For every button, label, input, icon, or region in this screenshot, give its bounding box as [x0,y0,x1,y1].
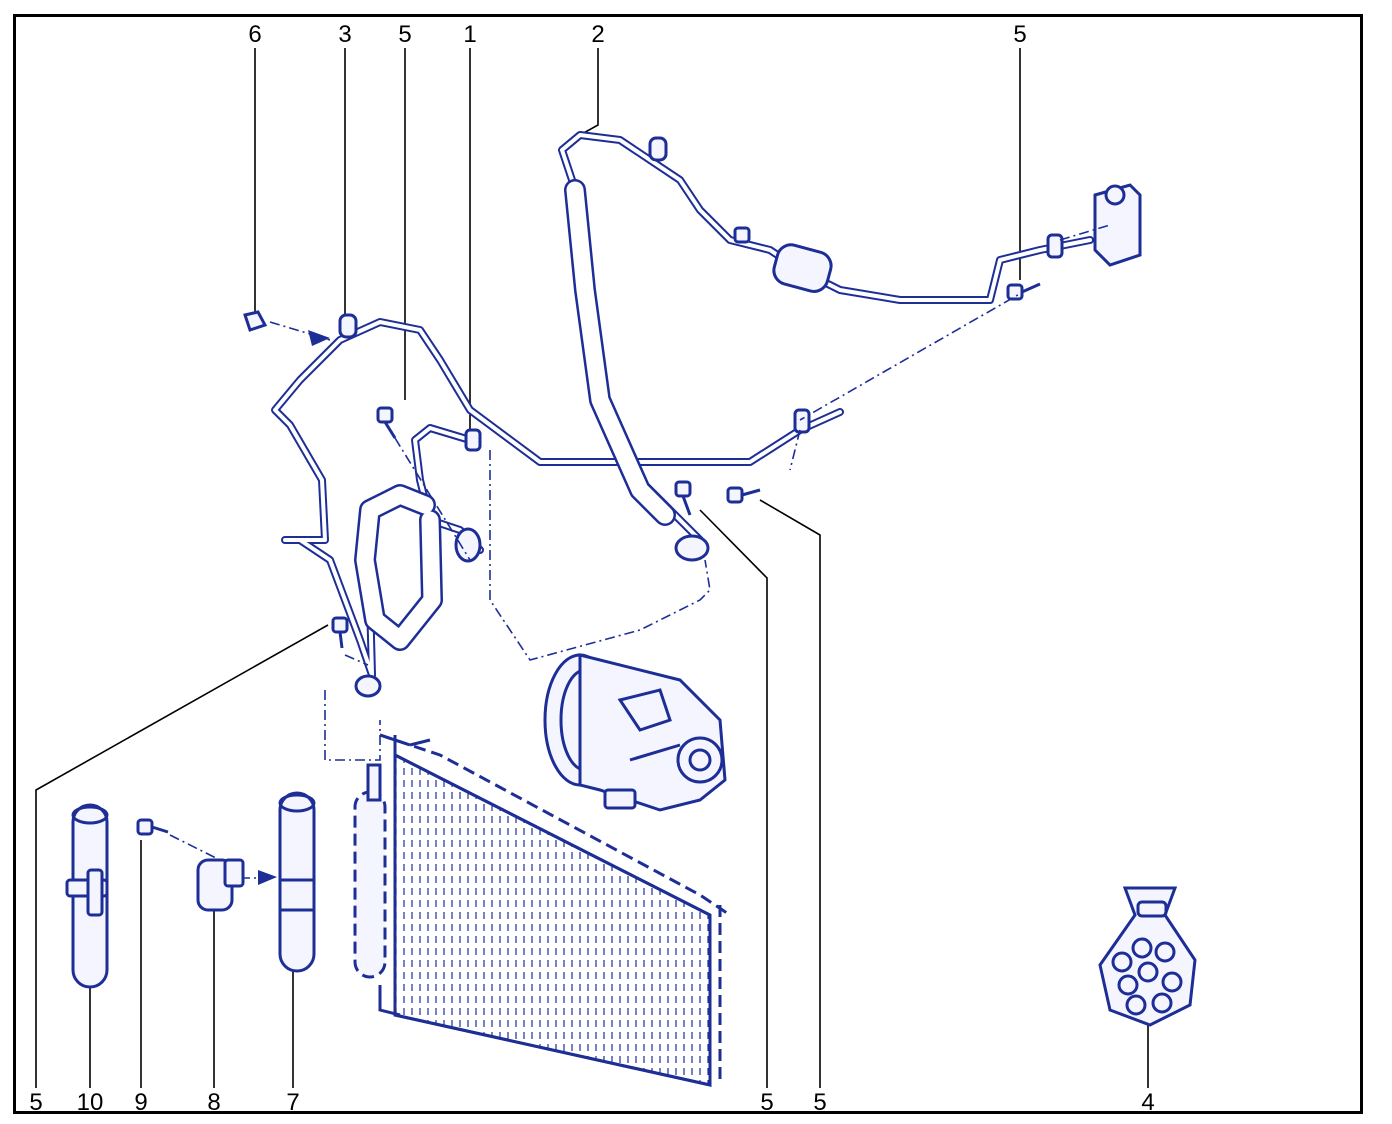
direction-arrows [258,330,330,885]
bolt-upper [376,406,397,439]
callout-5-bottom-left: 5 [29,1089,43,1116]
compressor [543,653,727,812]
callout-6: 6 [248,21,262,48]
callout-2: 2 [591,21,605,48]
callout-10: 10 [76,1089,104,1116]
condenser-drier [353,763,387,979]
clip-6 [243,310,268,332]
drier-7 [278,791,316,973]
expansion-valve [1093,183,1142,267]
callout-5-top-right: 5 [1013,21,1027,48]
callout-9: 9 [134,1089,148,1116]
leader-5d [699,509,768,1088]
o-ring-kit [1098,886,1197,1027]
bolt-lower [331,616,349,649]
bolts [136,282,1041,836]
callout-4: 4 [1141,1089,1155,1116]
callout-3: 3 [338,21,352,48]
leader-2 [579,48,599,136]
pipe-3 [271,318,844,679]
callout-5-top-left: 5 [398,21,412,48]
leader-5c [35,624,329,1088]
line-muffler [772,243,833,293]
callout-8: 8 [207,1089,221,1116]
condenser [378,733,731,1087]
callout-7: 7 [286,1089,300,1116]
leader-5e [759,499,821,1088]
callout-5-bottom-mid: 5 [760,1089,774,1116]
drier-10 [65,803,109,989]
callout-1: 1 [463,21,477,48]
bracket-8 [196,858,245,912]
callout-5-bottom-right: 5 [813,1089,827,1116]
leader-lines [35,48,1149,1088]
bolt-mid [674,480,692,516]
bolt-bracket [136,818,169,836]
refrigerant-lines [271,131,1094,679]
bolt-right [726,486,761,504]
pipe-fittings [338,136,1064,698]
